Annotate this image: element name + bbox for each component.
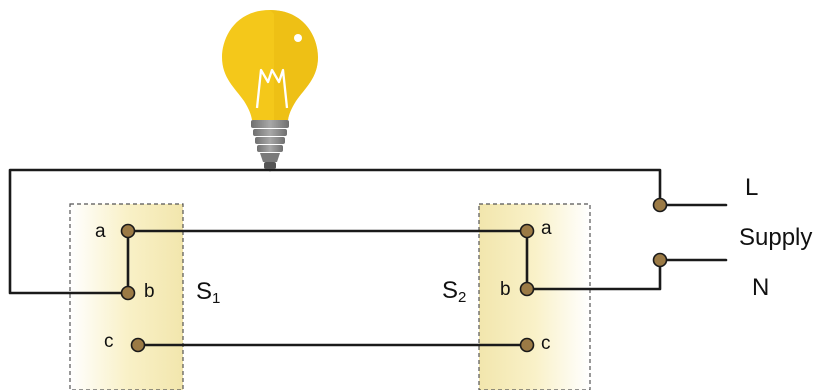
switch-s1-subscript: 1 <box>212 290 221 307</box>
supply-label: Supply <box>739 224 813 251</box>
terminal-s1-c <box>130 337 146 353</box>
s1-terminal-b-label: b <box>144 281 155 302</box>
s2-terminal-a-label: a <box>541 218 552 239</box>
live-label: L <box>745 174 759 201</box>
terminals <box>120 197 668 353</box>
s2-terminal-b-label: b <box>500 279 511 300</box>
wire-lamp-to-live <box>268 168 662 207</box>
wiring <box>8 168 728 347</box>
switch-s2-name: S <box>442 277 459 304</box>
terminal-s1-a <box>120 223 136 239</box>
terminal-s1-b <box>120 285 136 301</box>
switch-s1-name: S <box>196 278 213 305</box>
terminal-s2-b <box>519 281 535 297</box>
s1-terminal-c-label: c <box>104 331 114 352</box>
switch-s1-label: S1 <box>196 278 221 307</box>
terminal-live <box>652 197 668 213</box>
neutral-label: N <box>752 274 770 301</box>
switch-s2-label: S2 <box>442 277 467 306</box>
terminal-s2-c <box>519 337 535 353</box>
bulb-icon <box>222 10 318 169</box>
terminal-neutral <box>652 252 668 268</box>
s2-terminal-c-label: c <box>541 333 551 354</box>
s1-terminal-a-label: a <box>95 221 106 242</box>
switch-box-s2 <box>478 203 591 390</box>
terminal-s2-a <box>519 223 535 239</box>
wire-lamp-to-s1b <box>8 168 272 295</box>
switch-s2-subscript: 2 <box>458 289 467 306</box>
wire-s2-b-to-neutral <box>525 258 662 291</box>
